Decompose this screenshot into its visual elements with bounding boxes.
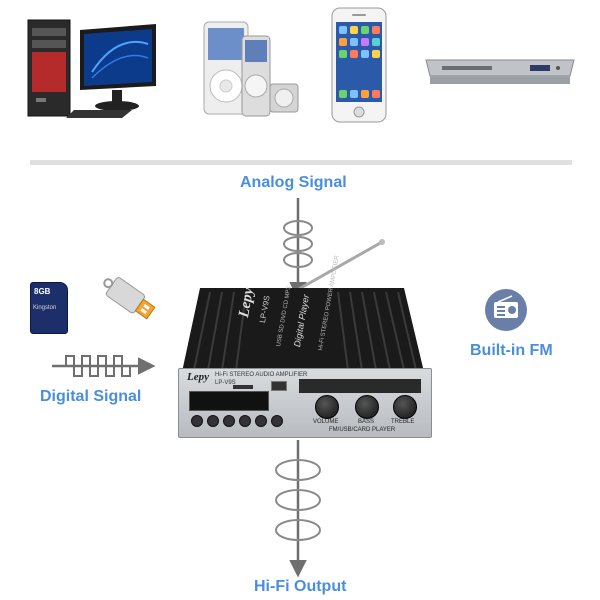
analog-signal-arrow bbox=[283, 198, 313, 300]
hifi-output-label: Hi-Fi Output bbox=[254, 578, 347, 595]
amp-panel-brand: Lepy bbox=[187, 371, 209, 383]
control-button[interactable] bbox=[223, 415, 235, 427]
amp-panel-subheading: LP-V9S bbox=[215, 380, 236, 386]
digital-signal-arrow bbox=[52, 355, 156, 377]
amplifier-heatsink bbox=[182, 288, 424, 372]
hifi-output-arrow bbox=[275, 440, 321, 578]
amp-footer-text: FM/USB/CARD PLAYER bbox=[329, 427, 396, 433]
control-button[interactable] bbox=[191, 415, 203, 427]
amp-panel-heading: Hi-Fi STEREO AUDIO AMPLIFIER bbox=[215, 372, 308, 378]
control-button[interactable] bbox=[207, 415, 219, 427]
fm-radio-icon bbox=[485, 289, 527, 331]
control-button[interactable] bbox=[239, 415, 251, 427]
led-level-meter bbox=[299, 379, 421, 393]
sd-card: 8GB Kingston bbox=[30, 282, 68, 334]
treble-knob[interactable] bbox=[393, 395, 417, 419]
sd-card-size: 8GB bbox=[34, 287, 51, 296]
treble-label: TREBLE bbox=[391, 419, 415, 425]
digital-signal-label: Digital Signal bbox=[40, 388, 142, 405]
bass-label: BASS bbox=[358, 419, 375, 425]
section-divider bbox=[30, 160, 572, 165]
desktop-computer bbox=[27, 19, 156, 118]
dvd-player bbox=[425, 59, 575, 84]
control-button[interactable] bbox=[271, 415, 283, 427]
control-button[interactable] bbox=[255, 415, 267, 427]
sd-card-brand: Kingston bbox=[33, 305, 57, 311]
analog-signal-label: Analog Signal bbox=[240, 174, 347, 191]
bass-knob[interactable] bbox=[355, 395, 379, 419]
built-in-fm-label: Built-in FM bbox=[470, 342, 553, 359]
sd-card-slot[interactable] bbox=[233, 385, 253, 389]
ipod-players bbox=[203, 21, 299, 117]
amplifier-front-panel: Lepy Hi-Fi STEREO AUDIO AMPLIFIER LP-V9S… bbox=[178, 368, 432, 438]
amp-display bbox=[189, 391, 269, 411]
volume-knob[interactable] bbox=[315, 395, 339, 419]
volume-label: VOLUME bbox=[313, 419, 339, 425]
usb-port[interactable] bbox=[271, 381, 287, 391]
smartphone bbox=[331, 7, 387, 123]
usb-flash-drive bbox=[103, 277, 156, 320]
